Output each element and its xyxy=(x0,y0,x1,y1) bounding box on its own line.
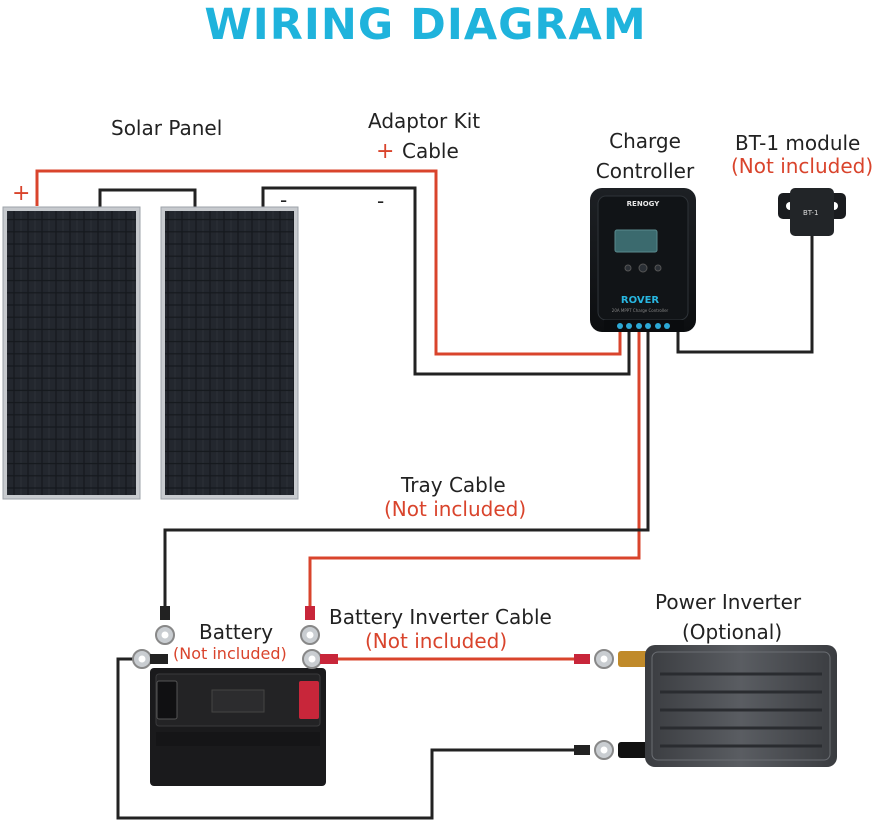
bt-module-label: BT-1 module xyxy=(735,131,861,155)
bt-not-included-label: (Not included) xyxy=(731,154,874,178)
controller-button-icon xyxy=(638,263,648,273)
inverter-negative-lug xyxy=(574,740,648,760)
tray-negative-wire xyxy=(163,332,650,608)
panel-positive-wire xyxy=(35,169,622,356)
controller-button-icon xyxy=(624,264,632,272)
battery-positive-lug xyxy=(300,606,338,669)
panel-negative-wire xyxy=(261,186,631,376)
battery-device xyxy=(150,668,326,786)
battery-negative-terminal xyxy=(156,680,178,720)
inverter-positive-lug xyxy=(574,649,648,669)
power-inverter-label: Power Inverter xyxy=(655,590,802,614)
solar-panel-1 xyxy=(2,206,141,500)
inverter-cable-not-included-label: (Not included) xyxy=(365,629,508,653)
controller-button-icon xyxy=(654,264,662,272)
optional-label: (Optional) xyxy=(682,620,783,644)
tray-cable-label: Tray Cable xyxy=(401,473,506,497)
tray-positive-wire xyxy=(308,332,641,608)
power-inverter-device xyxy=(645,645,837,767)
controller-lcd-screen xyxy=(614,229,658,253)
tray-not-included-label: (Not included) xyxy=(384,497,527,521)
adaptor-cable-label: Cable xyxy=(402,139,459,163)
bt-device-label: BT-1 xyxy=(803,209,818,217)
controller-subtitle-text: 20A MPPT Charge Controller xyxy=(612,308,669,313)
adaptor-kit-label: Adaptor Kit xyxy=(368,109,481,133)
controller-brand-text: RENOGY xyxy=(627,200,661,208)
battery-negative-lug xyxy=(132,606,175,669)
battery-label: Battery xyxy=(199,620,274,644)
charge-controller-label-line1: Charge xyxy=(609,129,681,153)
cable-minus-sign: - xyxy=(377,189,385,213)
controller-model-text: ROVER xyxy=(621,295,660,306)
solar-panel-2 xyxy=(160,206,299,500)
charge-controller-label-line2: Controller xyxy=(595,159,695,183)
battery-not-included-label: (Not included) xyxy=(173,644,287,663)
bt-module-device: BT-1 xyxy=(778,188,846,236)
panel-minus-sign: - xyxy=(280,188,288,212)
inverter-cable-label: Battery Inverter Cable xyxy=(329,605,552,629)
solar-panel-label: Solar Panel xyxy=(111,116,223,140)
panel-plus-sign: + xyxy=(12,181,31,206)
page-title: WIRING DIAGRAM xyxy=(204,0,647,50)
charge-controller: RENOGY ROVER 20A MPPT Charge Controller xyxy=(590,188,696,332)
bt-module-wire xyxy=(676,236,814,354)
panel-series-wire xyxy=(98,188,197,208)
adaptor-plus-sign: + xyxy=(376,139,395,164)
inverter-negative-wire xyxy=(116,657,580,820)
battery-positive-terminal xyxy=(299,681,319,719)
